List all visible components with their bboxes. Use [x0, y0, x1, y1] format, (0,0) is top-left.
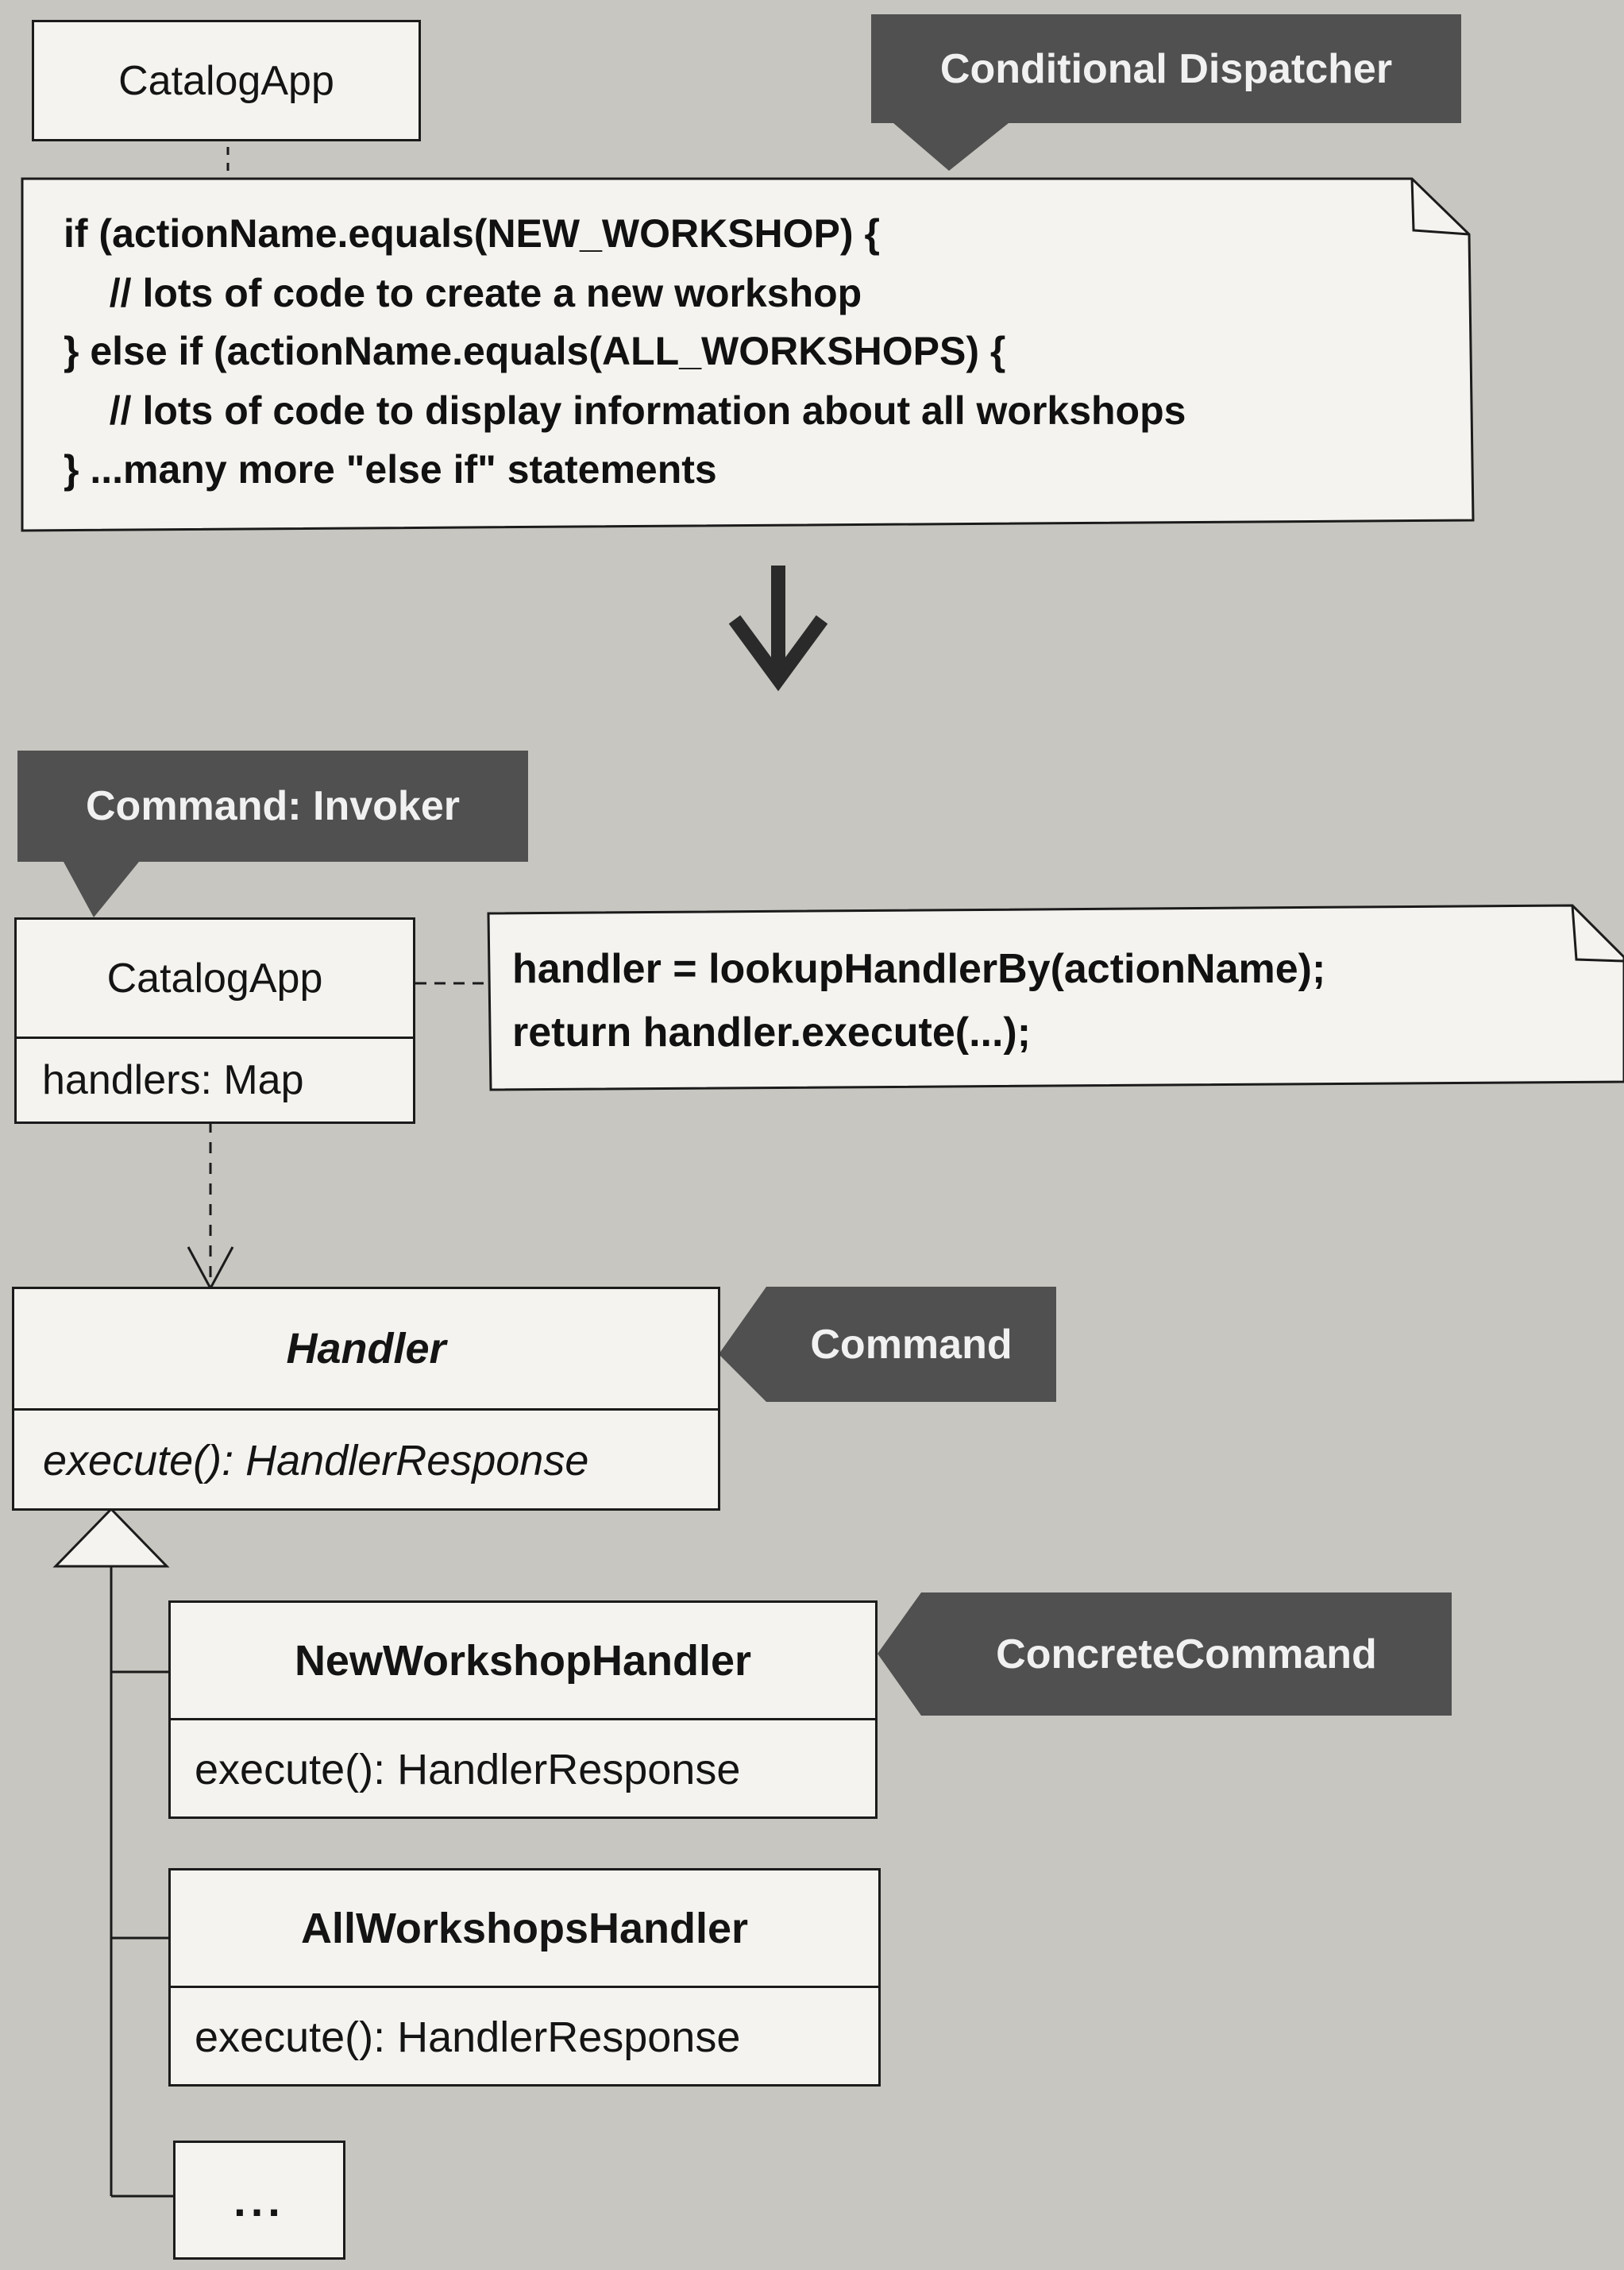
top-note-fold	[1410, 178, 1470, 236]
new-workshop-handler-name: NewWorkshopHandler	[171, 1603, 875, 1720]
all-workshops-handler-class: AllWorkshopsHandler execute(): HandlerRe…	[168, 1868, 881, 2087]
conditional-dispatcher-tag-shape	[871, 14, 1461, 171]
top-catalog-app-name: CatalogApp	[118, 57, 334, 104]
command-invoker-tag-shape	[17, 751, 528, 917]
code-line-4: // lots of code to display information a…	[87, 388, 1186, 433]
code-line-2: // lots of code to create a new workshop	[87, 271, 862, 315]
more-handlers-box: ...	[173, 2141, 345, 2260]
handler-class-method: execute(): HandlerResponse	[43, 1437, 589, 1484]
handler-note-outline	[487, 904, 1624, 1091]
concrete-command-tag-shape	[878, 1592, 1452, 1716]
transform-arrow	[728, 566, 828, 692]
handler-note-line-2: return handler.execute(...);	[512, 1010, 1032, 1056]
handler-note-line-1: handler = lookupHandlerBy(actionName);	[512, 946, 1326, 992]
top-catalog-app-box: CatalogApp	[32, 20, 421, 141]
code-line-1: if (actionName.equals(NEW_WORKSHOP) {	[64, 211, 880, 256]
code-line-5: } ...many more "else if" statements	[64, 447, 717, 492]
inheritance-triangle	[52, 1507, 170, 1568]
conditional-dispatcher-tag: Conditional Dispatcher	[939, 45, 1393, 92]
handler-note-fold	[1571, 905, 1624, 963]
handler-class-name: Handler	[14, 1289, 718, 1411]
catalog-app-class: CatalogApp handlers: Map	[14, 917, 415, 1124]
command-tag-shape	[719, 1287, 1056, 1402]
new-workshop-handler-class: NewWorkshopHandler execute(): HandlerRes…	[168, 1600, 878, 1819]
code-line-3: } else if (actionName.equals(ALL_WORKSHO…	[64, 329, 1006, 373]
command-invoker-tag: Command: Invoker	[86, 783, 460, 829]
catalog-app-class-attribute: handlers: Map	[42, 1057, 304, 1103]
handler-class: Handler execute(): HandlerResponse	[12, 1287, 720, 1511]
new-workshop-handler-method: execute(): HandlerResponse	[195, 1746, 741, 1793]
command-tag: Command	[810, 1321, 1013, 1368]
catalog-app-class-name: CatalogApp	[17, 920, 413, 1039]
concrete-command-tag: ConcreteCommand	[996, 1631, 1377, 1677]
all-workshops-handler-method: execute(): HandlerResponse	[195, 2013, 741, 2061]
more-handlers-ellipsis: ...	[233, 2175, 285, 2226]
top-code-note-outline	[21, 177, 1475, 532]
all-workshops-handler-name: AllWorkshopsHandler	[171, 1870, 878, 1988]
